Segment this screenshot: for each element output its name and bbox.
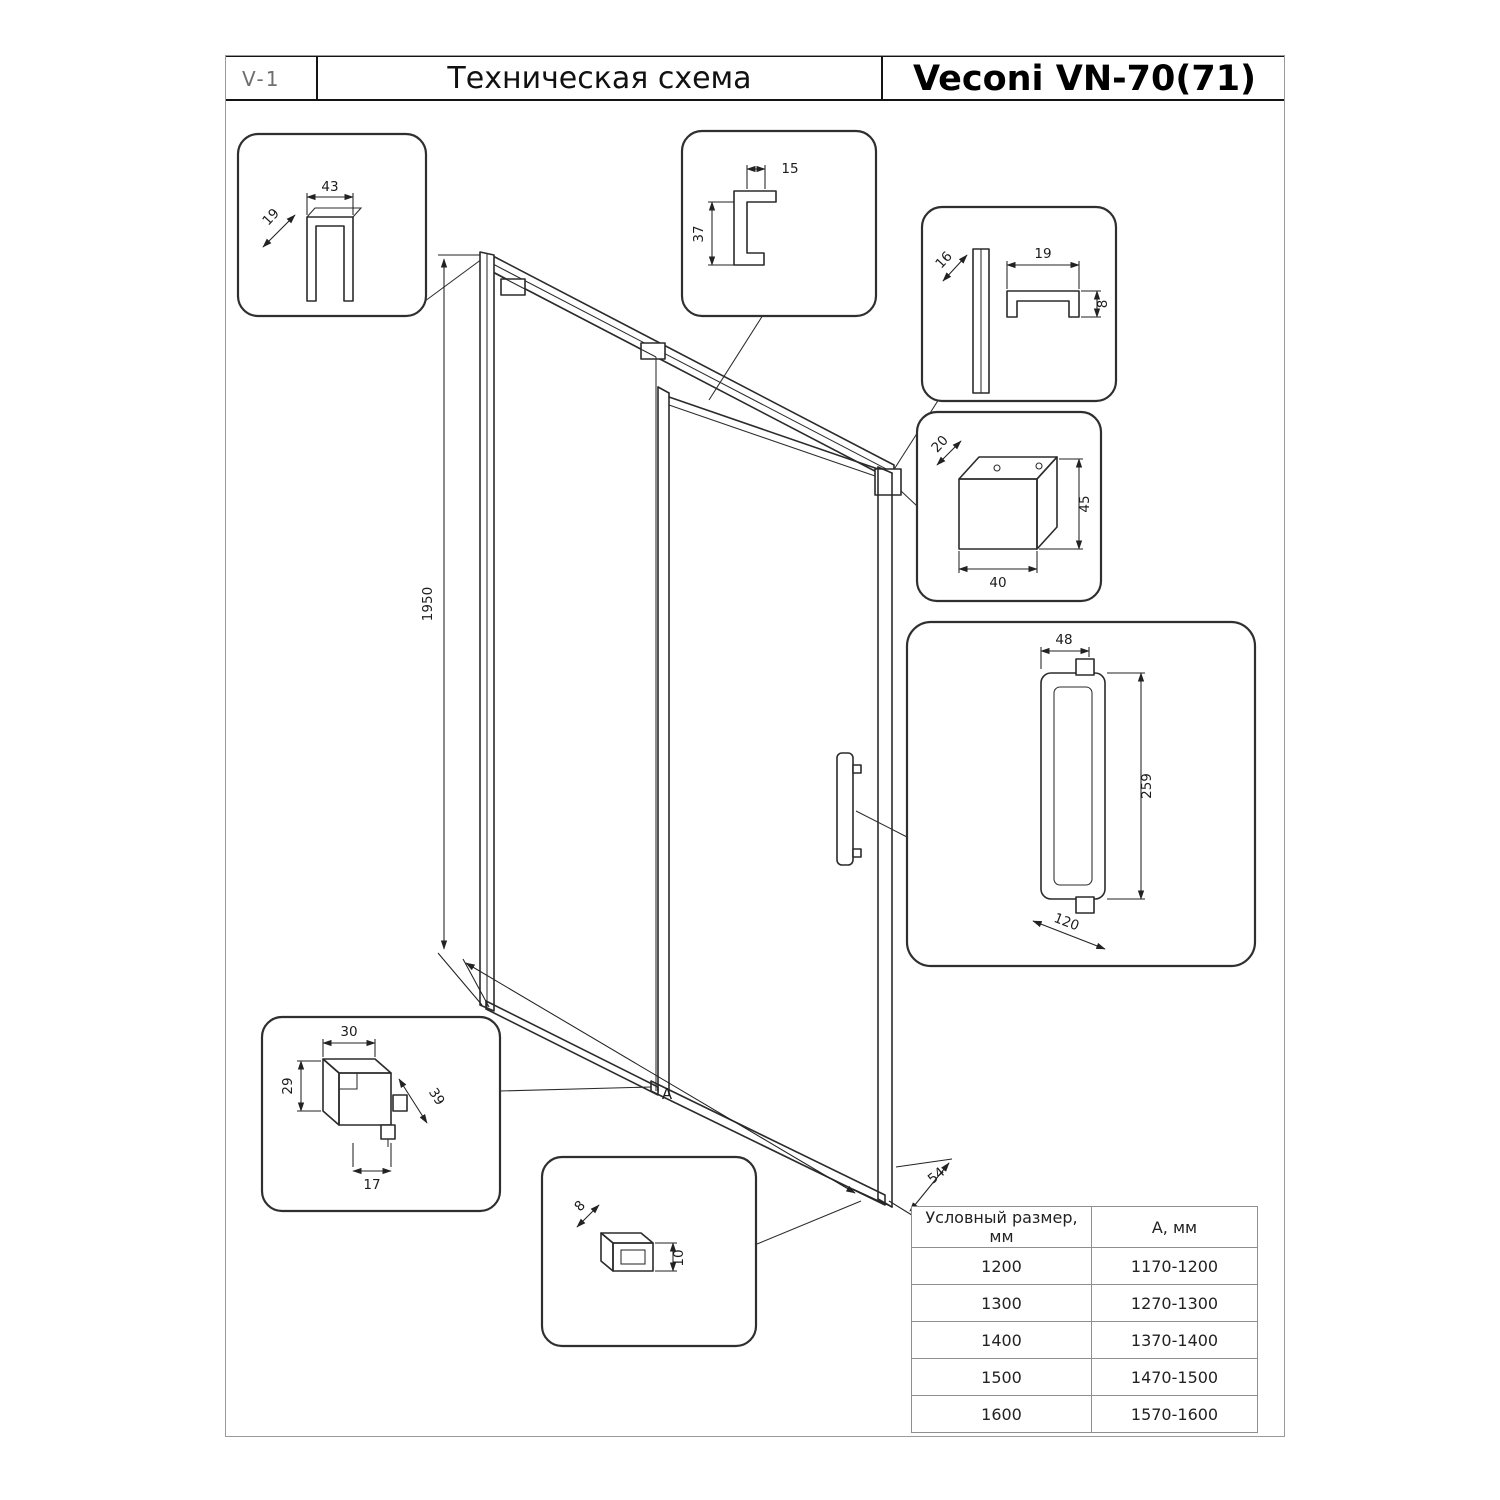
size-table-header-a: А, мм (1091, 1206, 1258, 1248)
dim-label-A: А (662, 1085, 673, 1103)
cell-range: 1370-1400 (1091, 1321, 1258, 1359)
dim-label-10: 10 (671, 1249, 687, 1266)
title-block: V-1 Техническая схема Veconi VN-70(71) (226, 56, 1284, 101)
cell-range: 1170-1200 (1091, 1247, 1258, 1285)
dim-label-39: 39 (425, 1085, 448, 1108)
dim-label-8: 8 (1095, 300, 1111, 309)
dim-height-1950: 1950 (420, 254, 483, 1006)
revision-label: V-1 (242, 66, 281, 91)
table-row: 1600 1570-1600 (911, 1395, 1258, 1433)
dim-label-29: 29 (280, 1077, 296, 1094)
fixed-glass-panel (485, 272, 659, 1096)
callout-bubble (920, 205, 1118, 403)
cell-size: 1500 (911, 1358, 1092, 1396)
dim-label-48: 48 (1055, 632, 1072, 648)
dim-label-1950: 1950 (420, 587, 436, 621)
callout-handle: 48 259 120 (905, 620, 1257, 968)
door-handle (836, 752, 862, 866)
roller-bracket-left (500, 278, 526, 296)
table-row: 1200 1170-1200 (911, 1247, 1258, 1285)
callout-roller-cover: 20 45 40 (915, 410, 1103, 603)
dim-label-43: 43 (321, 179, 338, 195)
dim-label-259: 259 (1139, 773, 1155, 799)
callout-bottom-profile: 8 10 (540, 1155, 758, 1348)
callout-right-profile: 19 8 16 (920, 205, 1118, 403)
callout-wall-profile: 43 19 (236, 132, 428, 318)
dim-width-A: А (462, 958, 893, 1208)
callout-bubble (680, 129, 878, 318)
main-assembly-drawing: 1950 А 54 (420, 251, 953, 1218)
callout-bubble (236, 132, 428, 318)
size-table-header-row: Условный размер, мм А, мм (911, 1206, 1258, 1248)
right-wall-profile (877, 466, 893, 1208)
dim-label-19b: 19 (1034, 246, 1051, 262)
sheet-title: Техническая схема (447, 61, 752, 96)
dim-label-37: 37 (691, 225, 707, 242)
dim-label-45: 45 (1077, 495, 1093, 512)
cell-size: 1600 (911, 1395, 1092, 1433)
cell-size: 1300 (911, 1284, 1092, 1322)
size-table: Условный размер, мм А, мм 1200 1170-1200… (911, 1206, 1258, 1433)
roller-bracket-right (640, 342, 666, 360)
cell-range: 1270-1300 (1091, 1284, 1258, 1322)
cell-size: 1400 (911, 1321, 1092, 1359)
dim-label-40: 40 (989, 575, 1006, 591)
table-row: 1300 1270-1300 (911, 1284, 1258, 1322)
dim-label-30: 30 (340, 1024, 357, 1040)
callout-top-rail-profile: 15 37 (680, 129, 878, 318)
cell-size: 1200 (911, 1247, 1092, 1285)
callout-roller-block: 30 29 39 17 (260, 1015, 502, 1213)
dim-label-17: 17 (363, 1177, 380, 1193)
callout-bubble (540, 1155, 758, 1348)
cell-range: 1570-1600 (1091, 1395, 1258, 1433)
table-row: 1400 1370-1400 (911, 1321, 1258, 1359)
rail-end-bracket (874, 468, 902, 496)
callout-bubble (260, 1015, 502, 1213)
cell-range: 1470-1500 (1091, 1358, 1258, 1396)
technical-drawing: 1950 А 54 (236, 129, 1257, 1348)
callout-bubble (905, 620, 1257, 968)
sheet-frame: V-1 Техническая схема Veconi VN-70(71) (225, 55, 1285, 1437)
model-name: Veconi VN-70(71) (881, 57, 1286, 100)
dim-label-15: 15 (781, 161, 798, 177)
revision-cell: V-1 (226, 57, 318, 100)
size-table-header-size: Условный размер, мм (911, 1206, 1092, 1248)
table-row: 1500 1470-1500 (911, 1358, 1258, 1396)
